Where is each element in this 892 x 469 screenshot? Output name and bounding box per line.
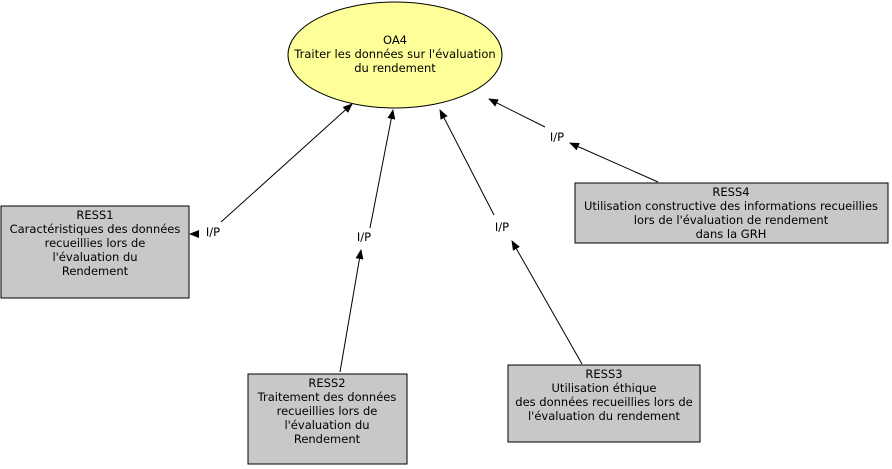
node-label: recueillies lors de	[45, 236, 146, 250]
goal-label: Traiter les données sur l'évaluation	[293, 47, 495, 61]
node-label: l'évaluation du rendement	[528, 409, 681, 423]
node-label: lors de l'évaluation de rendement	[634, 213, 829, 227]
goal-label: du rendement	[354, 61, 436, 75]
node-label: l'évaluation du	[284, 418, 369, 432]
edge-label: I/P	[206, 225, 220, 239]
resource-node-ress3[interactable]: RESS3 Utilisation éthique des données re…	[507, 364, 701, 443]
edge-label: I/P	[357, 230, 371, 244]
node-label: Rendement	[62, 264, 129, 278]
node-label: Traitement des données	[257, 390, 397, 404]
edge-ress1: I/P	[189, 103, 353, 239]
node-label: RESS1	[76, 208, 113, 222]
node-label: l'évaluation du	[52, 250, 137, 264]
edge-ress2: I/P	[339, 109, 396, 373]
edge-label: I/P	[550, 130, 564, 144]
edge-ress4: I/P	[488, 98, 659, 183]
edge-ress3: I/P	[439, 109, 583, 365]
resource-node-ress4[interactable]: RESS4 Utilisation constructive des infor…	[574, 182, 889, 244]
node-label: RESS4	[712, 185, 749, 199]
node-label: Rendement	[294, 432, 361, 446]
node-label: recueillies lors de	[277, 404, 378, 418]
node-label: Utilisation éthique	[552, 381, 657, 395]
node-label: RESS2	[308, 376, 345, 390]
goal-node-oa4[interactable]: OA4 Traiter les données sur l'évaluation…	[287, 1, 503, 109]
node-label: Utilisation constructive des information…	[584, 199, 878, 213]
node-label: dans la GRH	[696, 227, 767, 241]
resource-node-ress2[interactable]: RESS2 Traitement des données recueillies…	[247, 373, 408, 465]
goal-label: OA4	[383, 33, 407, 47]
node-label: des données recueillies lors de	[515, 395, 692, 409]
edge-label: I/P	[495, 220, 509, 234]
resource-node-ress1[interactable]: RESS1 Caractéristiques des données recue…	[0, 205, 190, 299]
node-label: Caractéristiques des données	[10, 222, 181, 236]
node-label: RESS3	[585, 367, 622, 381]
